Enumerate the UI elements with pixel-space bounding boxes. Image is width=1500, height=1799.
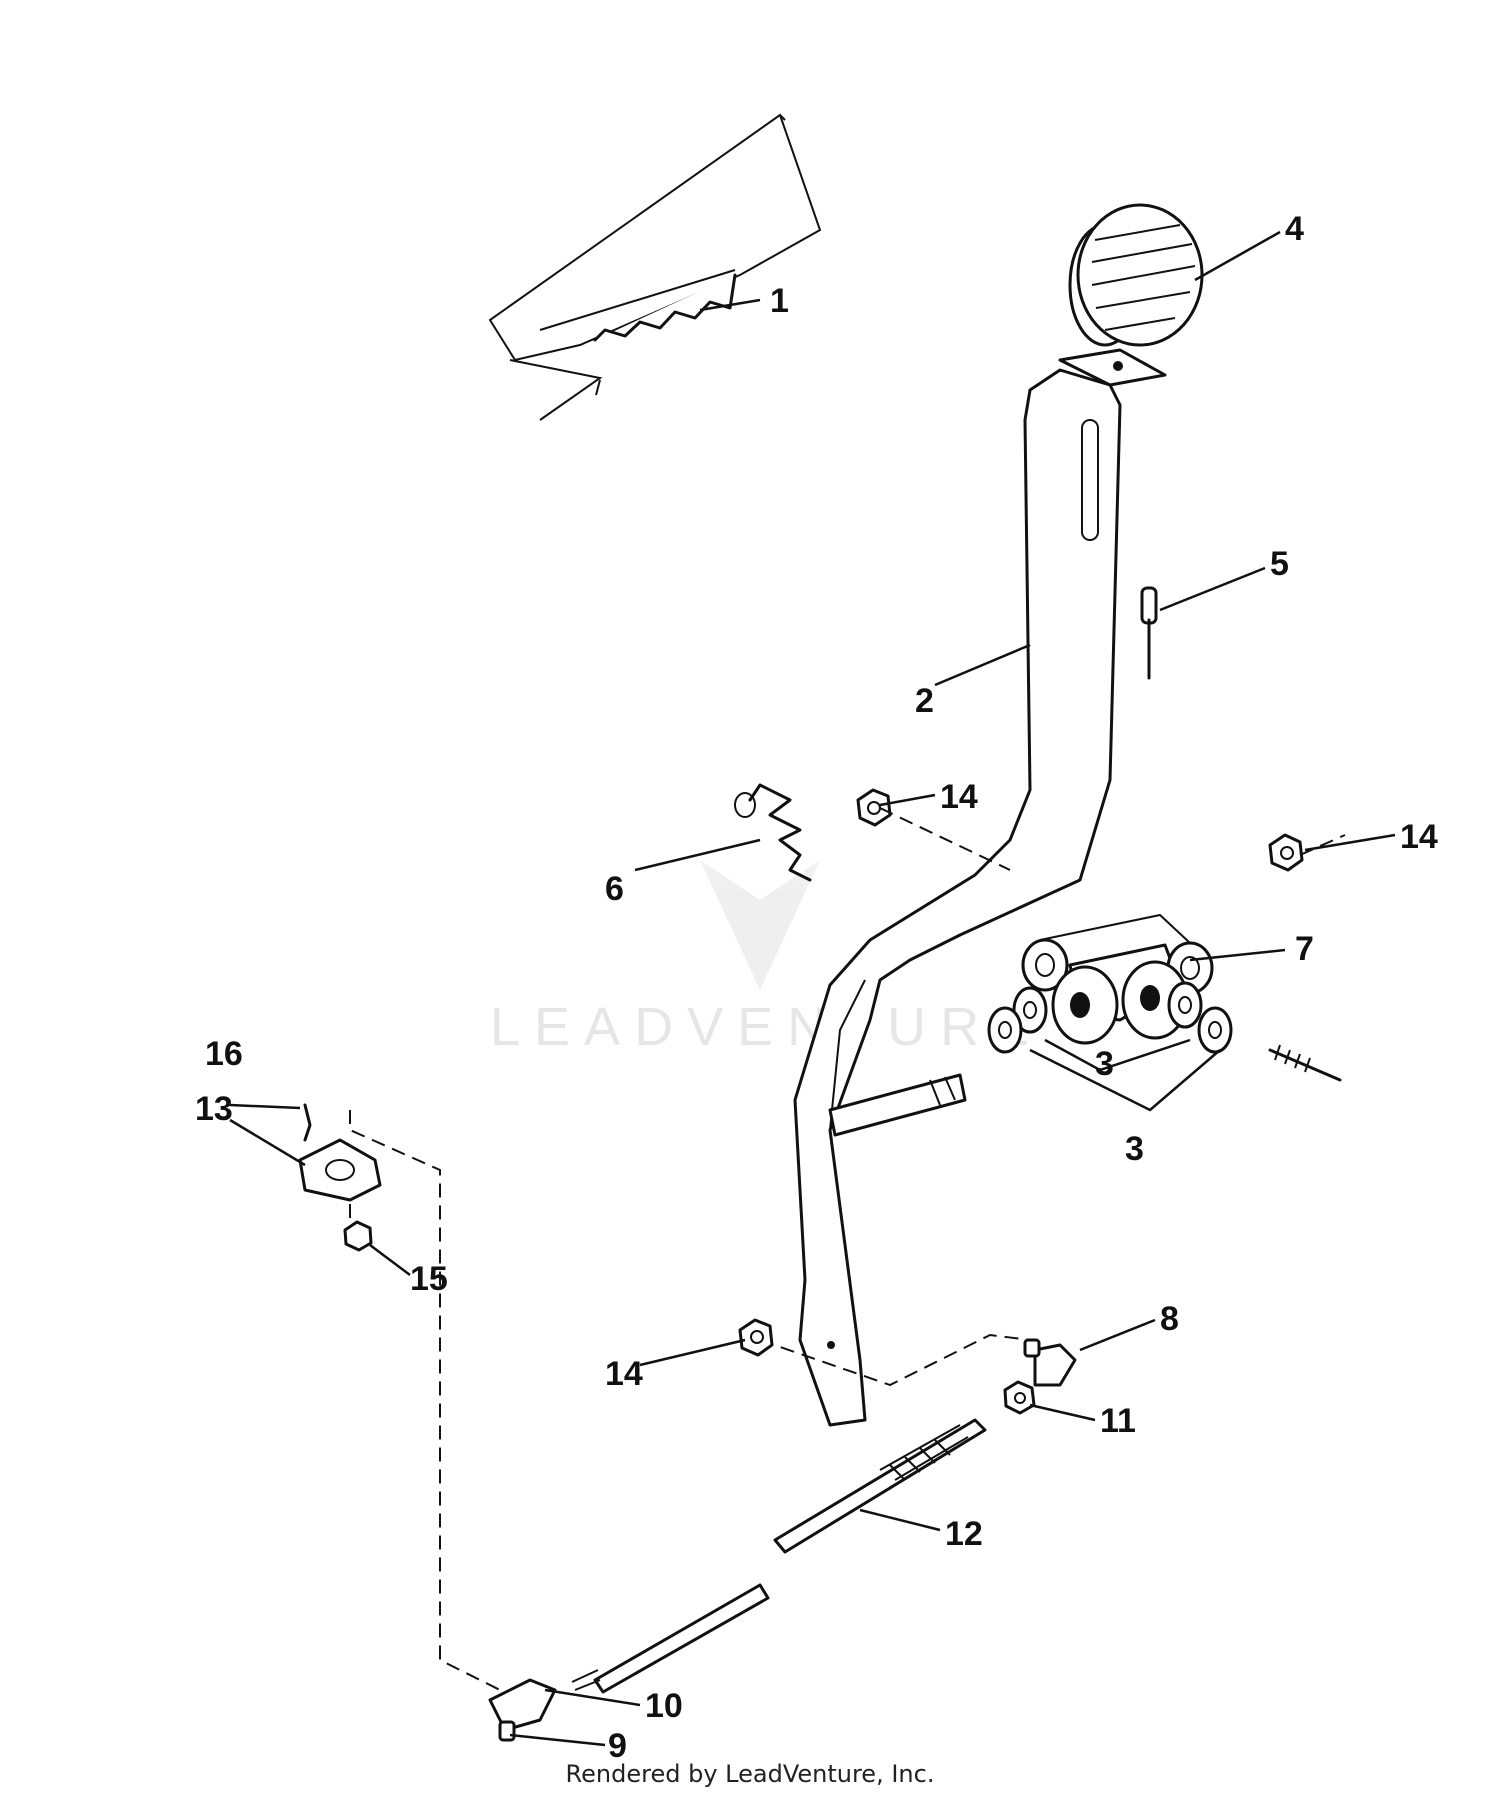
cotter-pin — [303, 1103, 312, 1142]
pedal-arm — [793, 348, 1167, 1427]
callout-16: 16 — [205, 1035, 243, 1073]
small-nut — [343, 1220, 373, 1252]
callout-13: 13 — [195, 1090, 233, 1128]
callout-5: 5 — [1270, 545, 1289, 583]
pedal-pad — [1068, 203, 1204, 347]
callouts: 1 2 3 3 4 5 6 7 8 9 10 11 12 13 14 14 14… — [195, 210, 1438, 1765]
threaded-rod-right — [1268, 1044, 1342, 1082]
clevis-pin — [1140, 586, 1158, 680]
washers — [987, 981, 1233, 1054]
return-spring — [734, 783, 812, 882]
callout-14-lower: 14 — [605, 1355, 643, 1393]
hex-nut-right — [1268, 833, 1304, 872]
callout-8: 8 — [1160, 1300, 1179, 1338]
hex-nut-lower — [738, 1318, 774, 1357]
callout-3-lower: 3 — [1125, 1130, 1144, 1168]
callout-11: 11 — [1100, 1402, 1136, 1440]
watermark: LEADVENTURE — [490, 860, 1043, 1057]
callout-1: 1 — [770, 282, 789, 320]
callout-7: 7 — [1295, 930, 1314, 968]
callout-14-right: 14 — [1400, 818, 1438, 856]
callout-9: 9 — [608, 1727, 627, 1765]
watermark-logo-icon — [700, 860, 820, 990]
link-rod — [571, 1418, 987, 1694]
leader-lines — [229, 230, 1396, 1747]
callout-2: 2 — [915, 682, 934, 720]
callout-12: 12 — [945, 1515, 983, 1553]
callout-15: 15 — [410, 1260, 448, 1298]
footer-credit: Rendered by LeadVenture, Inc. — [565, 1760, 935, 1788]
bracket — [298, 1138, 382, 1202]
jam-nut — [1003, 1380, 1036, 1415]
callout-6: 6 — [605, 870, 624, 908]
ball-joint-upper — [1023, 1338, 1077, 1387]
fender-part — [488, 113, 822, 421]
callout-14-upper: 14 — [940, 778, 978, 816]
ball-joint-lower — [488, 1678, 557, 1742]
hex-nut-upper — [856, 788, 892, 827]
callout-10: 10 — [645, 1687, 683, 1725]
watermark-text: LEADVENTURE — [490, 997, 1043, 1057]
callout-4: 4 — [1285, 210, 1304, 248]
callout-3-upper: 3 — [1095, 1045, 1114, 1083]
